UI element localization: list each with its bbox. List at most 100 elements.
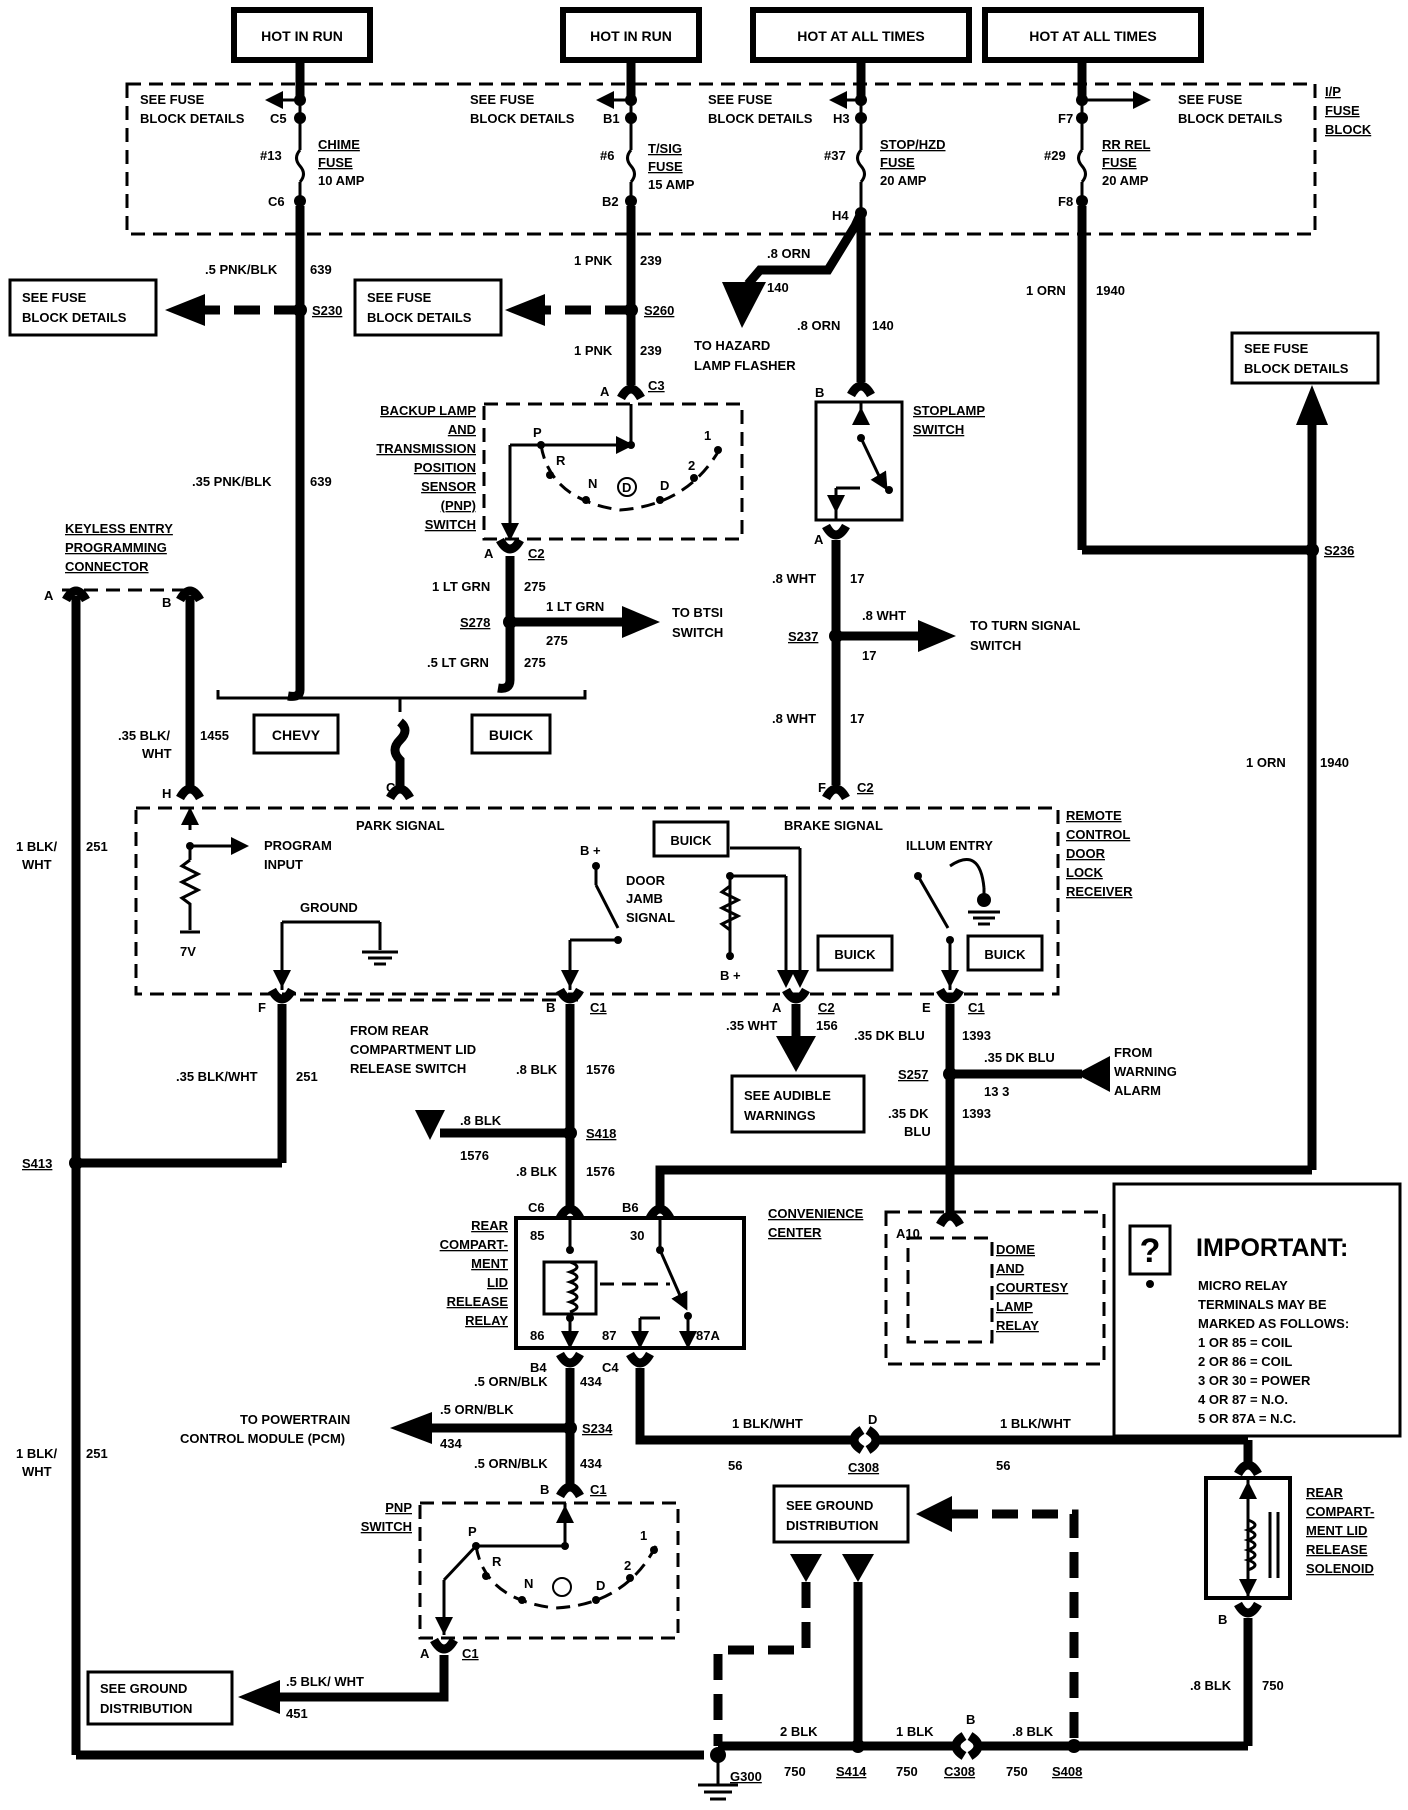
see-audible-warnings[interactable]: SEE AUDIBLE WARNINGS [730,1074,866,1134]
svg-text:1576: 1576 [460,1148,489,1163]
svg-text:COMPART-: COMPART- [440,1237,508,1252]
svg-text:20 AMP: 20 AMP [880,173,927,188]
svg-text:D: D [622,480,631,495]
svg-text:#6: #6 [600,148,614,163]
svg-text:C6: C6 [528,1200,545,1215]
svg-text:CONTROL: CONTROL [1066,827,1130,842]
svg-text:PNP: PNP [385,1500,412,1515]
svg-text:CONTROL MODULE (PCM): CONTROL MODULE (PCM) [180,1431,345,1446]
svg-text:451: 451 [286,1706,308,1721]
svg-text:SEE FUSE: SEE FUSE [1178,92,1243,107]
see-fuse-block-details-right[interactable]: SEE FUSE BLOCK DETAILS [1230,331,1380,385]
receiver-ground: GROUND [273,900,398,990]
svg-text:1455: 1455 [200,728,229,743]
svg-text:R: R [492,1554,502,1569]
svg-text:2: 2 [624,1558,631,1573]
svg-text:SEE FUSE: SEE FUSE [708,92,773,107]
svg-text:.8 BLK: .8 BLK [516,1164,558,1179]
svg-text:BUICK: BUICK [834,947,876,962]
svg-text:BLU: BLU [904,1124,931,1139]
convenience-center [884,1210,1106,1366]
svg-text:3 OR 30 = POWER: 3 OR 30 = POWER [1198,1373,1311,1388]
svg-text:FROM REAR: FROM REAR [350,1023,429,1038]
svg-text:SEE GROUND: SEE GROUND [786,1498,873,1513]
svg-text:LAMP FLASHER: LAMP FLASHER [694,358,796,373]
svg-text:TO TURN SIGNAL: TO TURN SIGNAL [970,618,1080,633]
svg-text:TO BTSI: TO BTSI [672,605,723,620]
rr-rel-fuse: SEE FUSE BLOCK DETAILS F7 #29 RR REL FUS… [1044,91,1283,209]
see-fuse-block-details-left[interactable]: SEE FUSE BLOCK DETAILS [8,278,158,337]
svg-text:SEE FUSE: SEE FUSE [1244,341,1309,356]
ip-fuse-block-label-3: BLOCK [1325,122,1372,137]
hot-in-run-box-2: HOT IN RUN [560,7,702,63]
svg-text:P: P [468,1524,477,1539]
svg-text:DOME: DOME [996,1242,1035,1257]
svg-text:.35 BLK/WHT: .35 BLK/WHT [176,1069,258,1084]
svg-text:RELAY: RELAY [996,1318,1039,1333]
see-fuse-block-details-middle[interactable]: SEE FUSE BLOCK DETAILS [353,278,503,337]
see-ground-distribution-left[interactable]: SEE GROUND DISTRIBUTION [86,1670,234,1726]
svg-text:1 BLK/: 1 BLK/ [16,1446,58,1461]
svg-text:C3: C3 [648,378,665,393]
svg-text:BLOCK DETAILS: BLOCK DETAILS [1178,111,1283,126]
svg-text:140: 140 [872,318,894,333]
svg-text:.8 WHT: .8 WHT [862,608,906,623]
svg-text:B: B [540,1482,549,1497]
svg-text:F7: F7 [1058,111,1073,126]
stop-hzd-fuse: SEE FUSE BLOCK DETAILS H3 #37 STOP/HZD F… [708,91,946,223]
svg-text:S414: S414 [836,1764,867,1779]
svg-text:.5 PNK/BLK: .5 PNK/BLK [205,262,278,277]
svg-text:.35 DK BLU: .35 DK BLU [984,1050,1055,1065]
svg-text:1393: 1393 [962,1106,991,1121]
see-ground-distribution-center[interactable]: SEE GROUND DISTRIBUTION [772,1484,910,1544]
chevy-buick-brace [216,690,587,700]
pnp-switch: P R N D 2 1 [418,1501,680,1640]
svg-text:S413: S413 [22,1156,52,1171]
svg-text:FUSE: FUSE [648,159,683,174]
svg-text:S234: S234 [582,1421,613,1436]
svg-text:S408: S408 [1052,1764,1082,1779]
svg-text:1: 1 [640,1528,647,1543]
svg-text:S236: S236 [1324,543,1354,558]
splice-s236 [1305,543,1319,557]
svg-text:B: B [815,385,824,400]
svg-text:.5 ORN/BLK: .5 ORN/BLK [440,1402,514,1417]
svg-text:SEE AUDIBLE: SEE AUDIBLE [744,1088,831,1103]
svg-text:1393: 1393 [962,1028,991,1043]
hot-at-all-times-box-1: HOT AT ALL TIMES [750,7,972,63]
svg-text:1 OR 85 = COIL: 1 OR 85 = COIL [1198,1335,1292,1350]
buick-option-box-1: BUICK [470,713,552,755]
svg-text:S237: S237 [788,629,818,644]
svg-text:.8 BLK: .8 BLK [460,1113,502,1128]
svg-text:C1: C1 [968,1000,985,1015]
svg-text:TO HAZARD: TO HAZARD [694,338,770,353]
svg-text:MENT: MENT [471,1256,508,1271]
svg-text:87A: 87A [696,1328,720,1343]
svg-text:17: 17 [862,648,876,663]
svg-text:.8 ORN: .8 ORN [797,318,840,333]
svg-text:LAMP: LAMP [996,1299,1033,1314]
svg-text:BUICK: BUICK [984,947,1026,962]
svg-text:.5 ORN/BLK: .5 ORN/BLK [474,1374,548,1389]
svg-text:CONNECTOR: CONNECTOR [65,559,149,574]
svg-text:#37: #37 [824,148,846,163]
svg-text:17: 17 [850,711,864,726]
svg-text:750: 750 [896,1764,918,1779]
svg-text:1 ORN: 1 ORN [1246,755,1286,770]
svg-text:COMPART-: COMPART- [1306,1504,1374,1519]
svg-text:56: 56 [728,1458,742,1473]
svg-text:7V: 7V [180,944,196,959]
svg-text:1 PNK: 1 PNK [574,343,613,358]
svg-text:MICRO RELAY: MICRO RELAY [1198,1278,1288,1293]
svg-text:239: 239 [640,343,662,358]
svg-text:275: 275 [546,633,568,648]
svg-text:SEE FUSE: SEE FUSE [470,92,535,107]
svg-text:B: B [162,595,171,610]
svg-text:15 AMP: 15 AMP [648,177,695,192]
svg-text:A: A [600,384,610,399]
svg-text:REMOTE: REMOTE [1066,808,1122,823]
svg-text:PROGRAM: PROGRAM [264,838,332,853]
svg-text:AND: AND [448,422,476,437]
svg-text:87: 87 [602,1328,616,1343]
svg-text:F: F [258,1000,266,1015]
